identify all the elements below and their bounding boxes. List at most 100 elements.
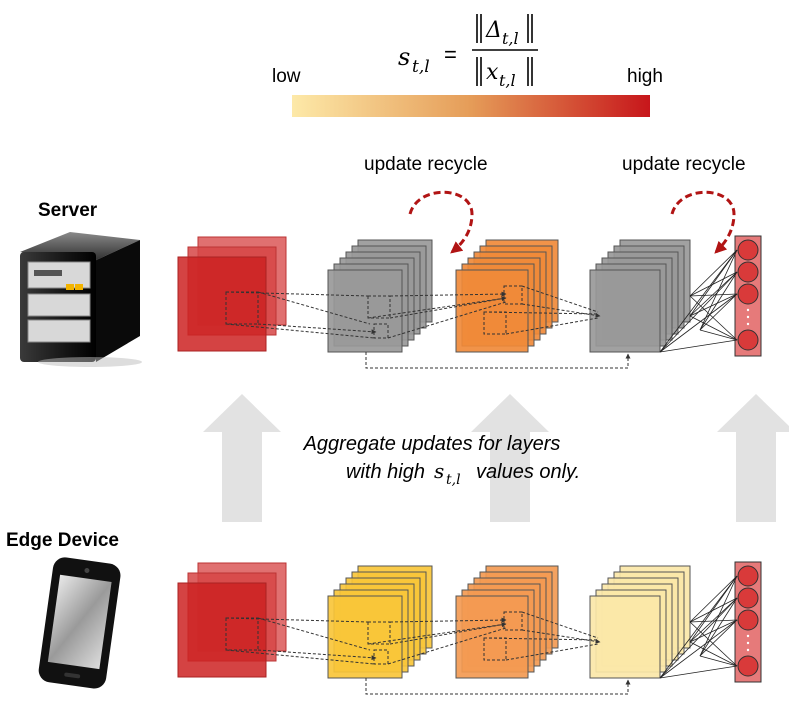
fc-connection <box>689 619 738 623</box>
connection <box>387 301 507 339</box>
fc-connection <box>699 249 738 331</box>
aggregate-text-suffix: values only. <box>476 461 580 483</box>
connection <box>389 291 507 297</box>
connection <box>505 317 599 335</box>
output-node <box>737 239 759 261</box>
fc-connection <box>699 329 738 341</box>
fc-connection <box>689 597 738 643</box>
conv-layer-3 <box>589 565 691 679</box>
formula-denominator-sub: t,l <box>499 71 516 90</box>
fc-connection <box>689 575 738 623</box>
fc-connection <box>699 271 738 331</box>
fc-connection <box>689 249 738 297</box>
conv-layer-3 <box>589 239 691 353</box>
fc-connection <box>689 293 738 297</box>
recycle-label-2: update recycle <box>622 154 746 175</box>
edge-network <box>177 561 762 695</box>
output-node <box>737 261 759 283</box>
formula-denominator: x <box>486 60 499 85</box>
aggregate-text-prefix: with high <box>346 461 425 483</box>
formula: s t,l = Δ t,l x t,l <box>398 14 538 90</box>
formula-numerator-sub: t,l <box>502 29 519 48</box>
recycle-arrow-1 <box>408 190 474 254</box>
output-node <box>737 655 759 677</box>
fc-connection <box>689 271 738 297</box>
connection <box>225 291 369 297</box>
ellipsis-dot <box>746 322 750 326</box>
kernel-box <box>367 621 391 645</box>
formula-lhs-sub: t,l <box>412 57 430 77</box>
server-network <box>177 235 762 369</box>
feature-map <box>455 595 529 679</box>
connection <box>521 303 601 318</box>
fc-connection <box>659 249 738 353</box>
fc-connection <box>689 619 738 643</box>
formula-equals: = <box>444 42 457 67</box>
up-arrows <box>203 394 789 522</box>
fc-connection <box>699 575 738 657</box>
kernel-box <box>373 323 389 339</box>
aggregate-text-line1: Aggregate updates for layers <box>303 433 561 455</box>
connection <box>367 623 507 645</box>
skip-connection <box>365 678 631 695</box>
connection <box>521 611 599 639</box>
conv-layer-1 <box>327 565 433 679</box>
connection <box>367 297 507 319</box>
fc-connection <box>659 597 738 679</box>
connection <box>483 637 599 641</box>
server-icon <box>20 232 142 367</box>
fc-connection <box>699 655 738 667</box>
ellipsis-dot <box>746 634 750 638</box>
ellipsis-dot <box>746 648 750 652</box>
fc-connection <box>689 641 738 667</box>
output-layer <box>734 561 762 683</box>
feature-map <box>177 256 267 352</box>
feature-map <box>455 269 529 353</box>
output-node <box>737 609 759 631</box>
output-node <box>737 587 759 609</box>
server-label: Server <box>38 200 98 221</box>
fc-connection <box>699 597 738 657</box>
connection <box>521 285 599 313</box>
fc-connection <box>659 575 738 679</box>
fc-connection <box>699 293 738 331</box>
color-scale-bar <box>292 95 650 117</box>
up-arrow <box>203 394 281 522</box>
fc-connection <box>659 619 738 679</box>
formula-lhs: s <box>398 43 410 71</box>
connection <box>387 627 507 665</box>
connection <box>505 643 599 661</box>
connection <box>483 311 599 315</box>
connection <box>389 617 507 623</box>
aggregate-text-var: s <box>434 459 444 483</box>
connection <box>257 617 371 651</box>
formula-numerator: Δ <box>485 18 502 43</box>
feature-map <box>589 595 661 679</box>
ellipsis-dot <box>746 315 750 319</box>
input-layer <box>177 236 287 352</box>
conv-layer-2 <box>455 239 559 353</box>
kernel-box <box>367 295 391 319</box>
kernel-box <box>373 649 389 665</box>
phone-icon <box>38 557 121 689</box>
scale-high-label: high <box>627 66 663 87</box>
output-node <box>737 329 759 351</box>
aggregate-text-sub: t,l <box>446 472 461 488</box>
up-arrow <box>471 394 549 522</box>
connection <box>257 291 371 325</box>
recycle-arrow-2 <box>670 190 736 254</box>
connection <box>521 629 601 644</box>
fc-connection <box>689 271 738 317</box>
scale-low-label: low <box>272 66 301 87</box>
fc-connection <box>659 271 738 353</box>
input-layer <box>177 562 287 678</box>
connection <box>225 617 369 623</box>
output-node <box>737 565 759 587</box>
ellipsis-dot <box>746 641 750 645</box>
fc-connection <box>689 315 738 341</box>
feature-map <box>327 269 403 353</box>
skip-connection <box>365 352 631 369</box>
fc-connection <box>689 293 738 317</box>
feature-map <box>589 269 661 353</box>
